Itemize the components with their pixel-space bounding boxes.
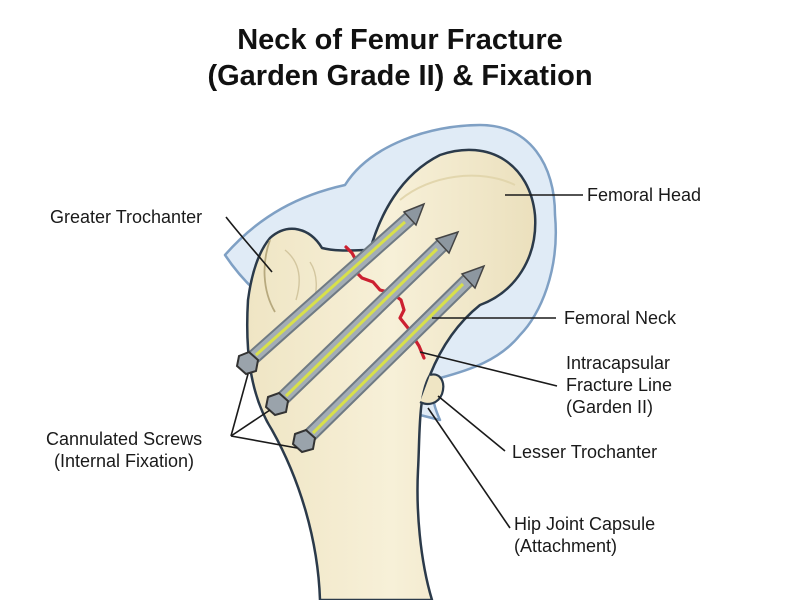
leader-capsule: [427, 407, 511, 529]
screws-text-1: Cannulated Screws: [46, 429, 203, 449]
leader-lesser-trochanter: [437, 395, 506, 452]
fracture-line-text-2: Fracture Line: [566, 375, 673, 395]
label-cannulated-screws: Cannulated Screws (Internal Fixation): [46, 428, 202, 472]
label-femoral-neck: Femoral Neck: [564, 308, 677, 328]
screws-text-2: (Internal Fixation): [54, 451, 195, 471]
title-line-1: Neck of Femur Fracture: [237, 24, 563, 56]
leader-screw-1: [230, 373, 249, 437]
title-line-2: (Garden Grade II) & Fixation: [207, 60, 593, 92]
label-lesser-trochanter: Lesser Trochanter: [512, 442, 658, 462]
greater-trochanter-ridge: [263, 239, 276, 313]
fracture-line-text-3: (Garden II): [566, 397, 654, 417]
label-fracture-line: Intracapsular Fracture Line (Garden II): [566, 352, 672, 418]
label-greater-trochanter: Greater Trochanter: [50, 207, 203, 227]
leader-fracture-line: [419, 351, 558, 387]
cannulated-screw-1: [235, 202, 426, 376]
femoral-head-shading: [399, 174, 516, 201]
cannulated-screw-2: [264, 230, 460, 417]
capsule-text-1: Hip Joint Capsule: [514, 514, 656, 534]
lesser-trochanter-bump: [419, 373, 445, 405]
leader-screw-2: [230, 409, 271, 437]
leader-greater-trochanter: [225, 216, 273, 273]
diagram-title: Neck of Femur Fracture (Garden Grade II)…: [0, 22, 800, 94]
capsule-text-2: (Attachment): [514, 536, 618, 556]
leader-screw-3: [230, 435, 298, 449]
label-femoral-head: Femoral Head: [587, 185, 702, 205]
label-hip-joint-capsule: Hip Joint Capsule (Attachment): [514, 513, 655, 557]
cannulated-screw-3: [291, 264, 486, 454]
fracture-line-text-1: Intracapsular: [566, 353, 671, 373]
